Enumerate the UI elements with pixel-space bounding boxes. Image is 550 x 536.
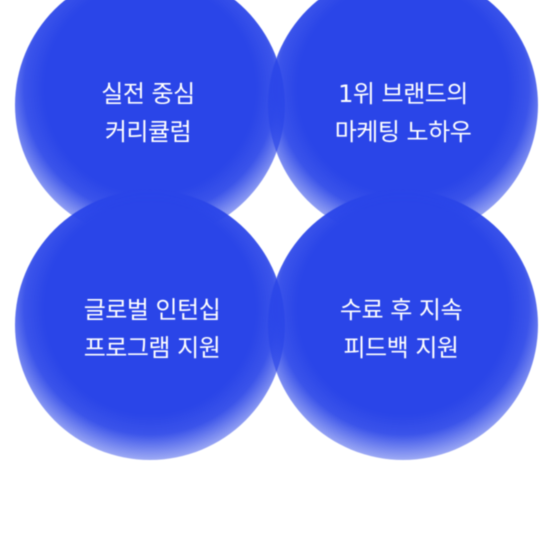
feature-label-line1: 실전 중심 [101, 80, 195, 108]
feature-label: 실전 중심 커리큘럼 [101, 75, 195, 151]
feature-circle-feedback: 수료 후 지속 피드백 지원 [268, 190, 538, 460]
feature-label-line2: 피드백 지원 [343, 334, 459, 362]
feature-label-line1: 1위 브랜드의 [338, 80, 468, 108]
feature-label-line2: 프로그램 지원 [83, 334, 221, 362]
feature-label-line1: 글로벌 인턴십 [83, 296, 221, 324]
feature-label-line1: 수료 후 지속 [339, 296, 463, 324]
feature-label-line2: 마케팅 노하우 [334, 118, 472, 146]
feature-label-line2: 커리큘럼 [104, 118, 192, 146]
feature-circle-marketing: 1위 브랜드의 마케팅 노하우 [268, 0, 538, 240]
feature-label: 글로벌 인턴십 프로그램 지원 [84, 291, 221, 367]
feature-circle-internship: 글로벌 인턴십 프로그램 지원 [15, 190, 285, 460]
feature-label: 수료 후 지속 피드백 지원 [339, 291, 463, 367]
feature-label: 1위 브랜드의 마케팅 노하우 [335, 75, 472, 151]
